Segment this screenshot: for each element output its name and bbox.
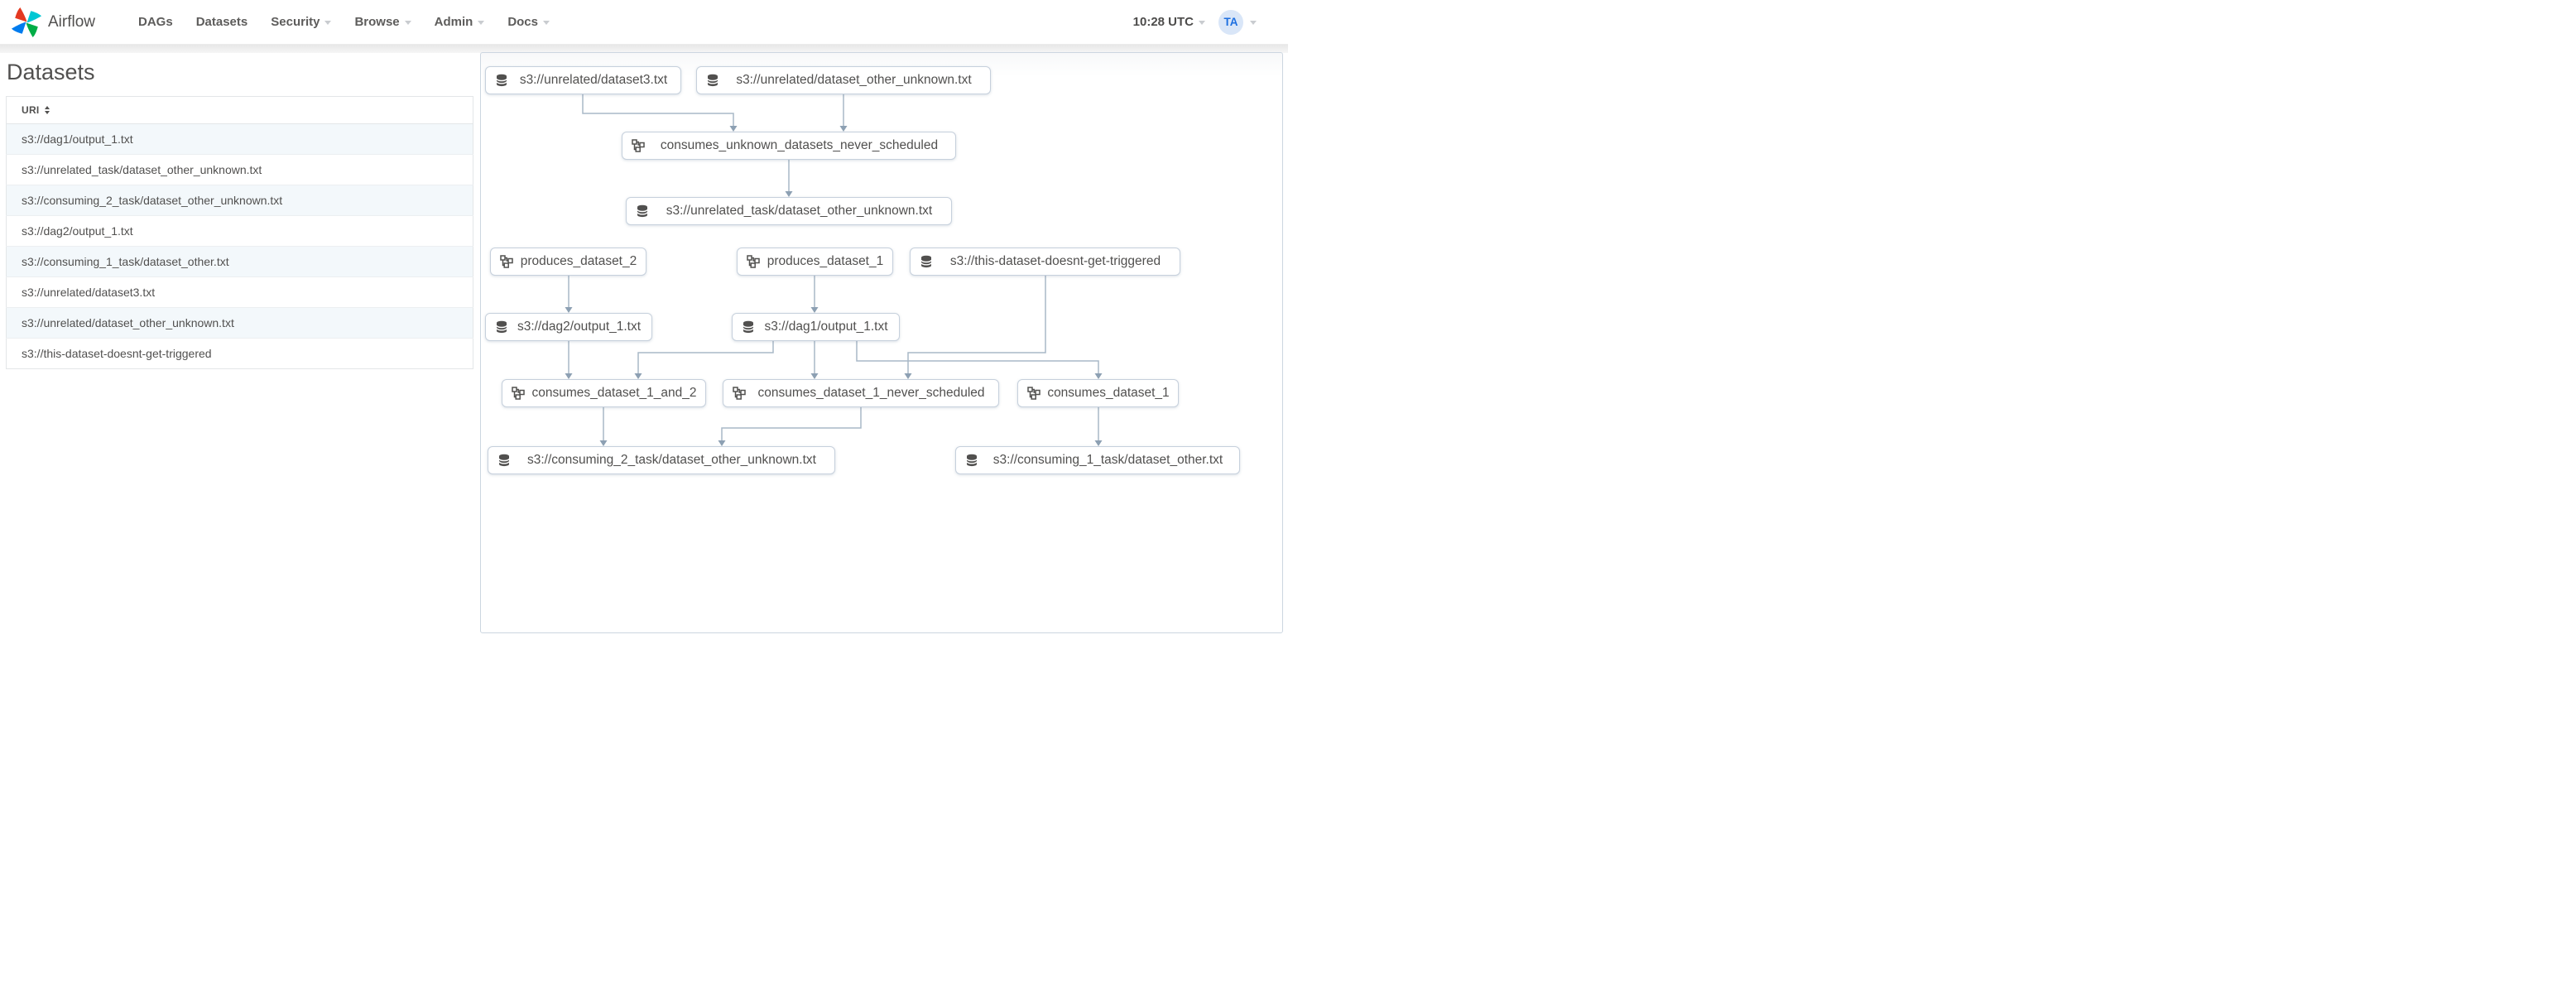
graph-node-label: s3://consuming_2_task/dataset_other_unkn… (527, 453, 816, 467)
dag-icon (512, 387, 525, 400)
airflow-logo (11, 7, 42, 37)
graph-node-label: consumes_dataset_1_and_2 (531, 386, 697, 400)
navbar: Airflow DAGs Datasets Security Browse Ad… (0, 0, 1288, 45)
chevron-down-icon (478, 21, 485, 25)
graph-node-label: s3://dag2/output_1.txt (517, 320, 642, 334)
graph-node-label: consumes_unknown_datasets_never_schedule… (660, 138, 939, 152)
chevron-down-icon[interactable] (1250, 21, 1257, 25)
graph-node-label: s3://unrelated_task/dataset_other_unknow… (666, 204, 933, 218)
datasets-table-body: s3://dag1/output_1.txt s3://unrelated_tas… (6, 123, 473, 369)
avatar[interactable]: TA (1218, 9, 1243, 35)
graph-node-dag-produces_dataset_1[interactable]: produces_dataset_1 (737, 248, 893, 276)
dataset-uri-cell: s3://unrelated/dataset_other_unknown.txt (22, 316, 234, 329)
dag-icon (632, 139, 645, 152)
nav-item-dags[interactable]: DAGs (127, 15, 185, 29)
table-row[interactable]: s3://unrelated/dataset3.txt (6, 276, 473, 308)
dag-icon (733, 387, 746, 400)
uri-column-label: URI (22, 104, 40, 116)
nav-item-label: Docs (507, 15, 538, 29)
dataset-uri-cell: s3://consuming_2_task/dataset_other_unkn… (22, 194, 283, 207)
graph-node-label: produces_dataset_2 (520, 254, 637, 268)
database-icon (743, 320, 754, 334)
table-row[interactable]: s3://unrelated_task/dataset_other_unknow… (6, 154, 473, 185)
page-background-strip (0, 45, 1288, 53)
chevron-down-icon (1199, 21, 1205, 25)
graph-node-label: consumes_dataset_1_never_scheduled (757, 386, 985, 400)
dag-icon (747, 255, 760, 268)
graph-node-dataset-this_dataset_doesnt_get_triggered[interactable]: s3://this-dataset-doesnt-get-triggered (910, 248, 1180, 276)
graph-node-label: produces_dataset_1 (767, 254, 884, 268)
graph-node-dataset-consuming_1_task_dataset_other[interactable]: s3://consuming_1_task/dataset_other.txt (955, 446, 1240, 474)
clock-label: 10:28 UTC (1132, 15, 1194, 29)
dataset-uri-cell: s3://this-dataset-doesnt-get-triggered (22, 347, 212, 360)
nav-item-admin[interactable]: Admin (423, 15, 497, 29)
database-icon (920, 255, 932, 268)
nav-item-datasets[interactable]: Datasets (185, 15, 260, 29)
nav-item-docs[interactable]: Docs (496, 15, 561, 29)
table-row[interactable]: s3://dag2/output_1.txt (6, 215, 473, 247)
graph-node-dataset-consuming_2_task_dataset_other_unknown[interactable]: s3://consuming_2_task/dataset_other_unkn… (488, 446, 835, 474)
graph-nodes-layer: s3://unrelated/dataset3.txt s3://unrelat… (0, 0, 1288, 500)
graph-node-label: s3://consuming_1_task/dataset_other.txt (992, 453, 1223, 467)
database-icon (496, 74, 507, 87)
sort-icon (44, 106, 50, 114)
graph-node-label: s3://unrelated/dataset3.txt (519, 73, 668, 87)
dataset-uri-cell: s3://unrelated_task/dataset_other_unknow… (22, 163, 262, 176)
database-icon (496, 320, 507, 334)
graph-node-dag-consumes_unknown_datasets_never_scheduled[interactable]: consumes_unknown_datasets_never_schedule… (622, 132, 956, 160)
chevron-down-icon (543, 21, 550, 25)
uri-column-header[interactable]: URI (6, 96, 473, 124)
datasets-table: URI s3://dag1/output_1.txt s3://unrelated… (6, 96, 473, 369)
nav-item-label: Datasets (195, 15, 248, 29)
dataset-uri-cell: s3://unrelated/dataset3.txt (22, 286, 156, 299)
graph-node-label: consumes_dataset_1 (1047, 386, 1170, 400)
graph-node-dag-consumes_dataset_1[interactable]: consumes_dataset_1 (1017, 379, 1179, 407)
database-icon (498, 454, 510, 467)
airflow-home-link[interactable]: Airflow (11, 7, 95, 38)
dag-icon (500, 255, 513, 268)
dag-icon (1027, 387, 1040, 400)
chevron-down-icon (324, 21, 332, 25)
graph-node-dataset-unrelated_dataset3[interactable]: s3://unrelated/dataset3.txt (485, 66, 681, 94)
brand-text: Airflow (48, 12, 96, 31)
nav-item-label: Browse (354, 15, 400, 29)
table-row[interactable]: s3://this-dataset-doesnt-get-triggered (6, 338, 473, 369)
graph-node-dataset-unrelated_task_dataset_other_unknown[interactable]: s3://unrelated_task/dataset_other_unknow… (626, 197, 952, 225)
graph-node-label: s3://unrelated/dataset_other_unknown.txt (736, 73, 972, 87)
table-row[interactable]: s3://consuming_2_task/dataset_other_unkn… (6, 185, 473, 216)
dataset-uri-cell: s3://dag1/output_1.txt (22, 132, 133, 146)
navbar-right: 10:28 UTC TA (1133, 9, 1257, 35)
chevron-down-icon (404, 21, 411, 25)
main-nav: DAGs Datasets Security Browse Admin Docs (127, 15, 561, 29)
table-row[interactable]: s3://consuming_1_task/dataset_other.txt (6, 246, 473, 277)
graph-node-label: s3://dag1/output_1.txt (764, 320, 888, 334)
nav-item-browse[interactable]: Browse (343, 15, 422, 29)
clock-dropdown[interactable]: 10:28 UTC (1133, 15, 1205, 29)
nav-item-label: Security (271, 15, 320, 29)
database-icon (707, 74, 718, 87)
graph-node-dag-consumes_dataset_1_and_2[interactable]: consumes_dataset_1_and_2 (502, 379, 706, 407)
dataset-uri-cell: s3://consuming_1_task/dataset_other.txt (22, 255, 229, 268)
graph-node-dag-consumes_dataset_1_never_scheduled[interactable]: consumes_dataset_1_never_scheduled (723, 379, 999, 407)
page-title: Datasets (7, 60, 95, 84)
avatar-initials: TA (1223, 16, 1238, 28)
nav-item-label: DAGs (138, 15, 173, 29)
graph-node-dataset-dag2_output_1[interactable]: s3://dag2/output_1.txt (485, 313, 652, 341)
database-icon (637, 204, 648, 218)
nav-item-security[interactable]: Security (259, 15, 343, 29)
database-icon (966, 454, 978, 467)
graph-node-dag-produces_dataset_2[interactable]: produces_dataset_2 (490, 248, 646, 276)
graph-node-dataset-dag1_output_1[interactable]: s3://dag1/output_1.txt (732, 313, 900, 341)
nav-item-label: Admin (434, 15, 473, 29)
graph-node-label: s3://this-dataset-doesnt-get-triggered (949, 254, 1161, 268)
table-row[interactable]: s3://unrelated/dataset_other_unknown.txt (6, 307, 473, 339)
graph-node-dataset-unrelated_dataset_other_unknown[interactable]: s3://unrelated/dataset_other_unknown.txt (696, 66, 991, 94)
dataset-uri-cell: s3://dag2/output_1.txt (22, 224, 133, 238)
table-row[interactable]: s3://dag1/output_1.txt (6, 123, 473, 155)
